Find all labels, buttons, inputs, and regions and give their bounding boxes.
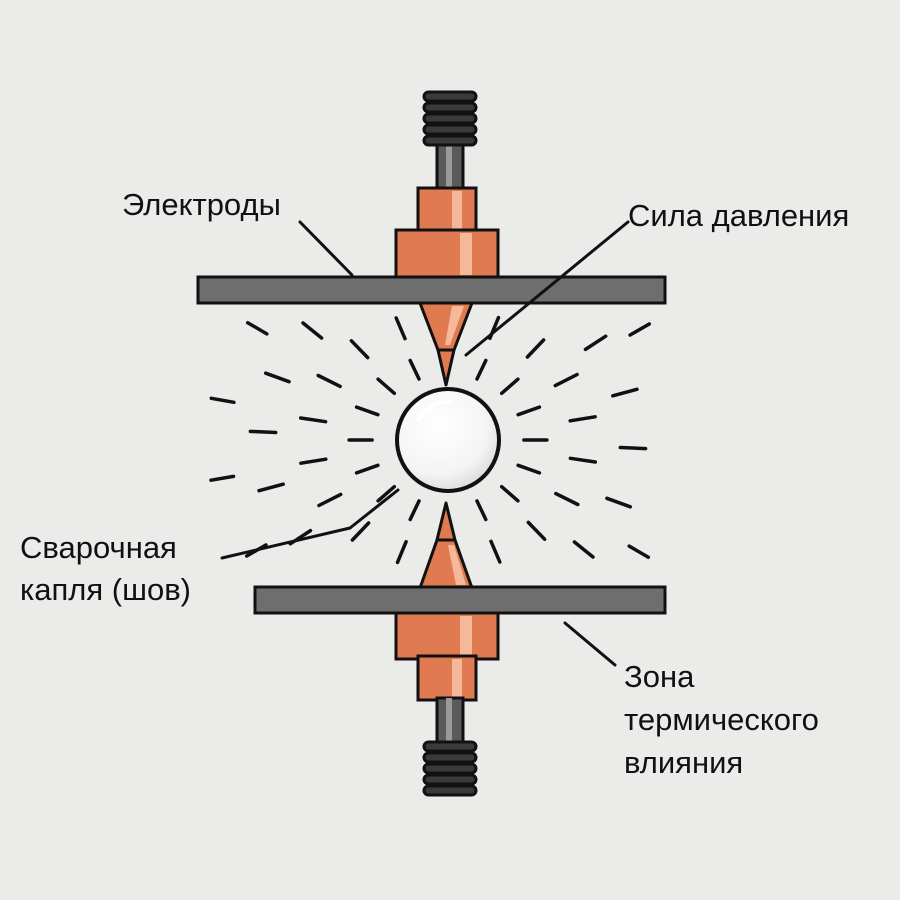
label-haz-line1: Зона: [624, 659, 695, 694]
label-weld-drop-line1: Сварочная: [20, 530, 177, 565]
heat-ray: [554, 491, 580, 507]
top-electrode-tip: [418, 301, 474, 387]
label-haz-line2: термического: [624, 702, 819, 737]
spring-coil: [422, 751, 478, 764]
bottom-plate: [253, 585, 667, 615]
bottom-electrode-assembly: [253, 501, 667, 797]
top-electrode: [394, 186, 500, 280]
spring-coil: [422, 101, 478, 114]
heat-ray: [525, 338, 546, 359]
heat-ray: [572, 540, 595, 559]
heat-ray: [263, 371, 291, 384]
heat-ray: [209, 396, 236, 405]
heat-ray: [611, 387, 639, 398]
heat-ray: [553, 372, 579, 388]
label-pressure-force: Сила давления: [628, 198, 849, 233]
heat-ray: [316, 373, 342, 389]
heat-ray: [618, 445, 648, 451]
heat-ray: [354, 405, 380, 417]
top-electrode-assembly: [196, 90, 667, 387]
heat-ray: [499, 377, 520, 396]
heat-ray: [350, 521, 371, 542]
heat-ray: [568, 415, 597, 423]
molten-drop-icon: [395, 387, 501, 493]
heat-ray: [298, 416, 328, 424]
top-plate: [196, 275, 667, 305]
heat-ray: [475, 499, 488, 522]
heat-ray: [317, 492, 343, 508]
electrodes-leader: [298, 220, 354, 277]
heat-ray: [301, 321, 324, 340]
bottom-spring-icon: [422, 696, 478, 797]
heat-ray: [395, 539, 408, 565]
heat-ray: [354, 463, 380, 475]
bottom-electrode-tip: [418, 501, 474, 590]
weld-drop-leader: [220, 526, 352, 560]
heat-ray: [248, 429, 278, 435]
heat-ray: [568, 456, 598, 464]
weld-drop-leader-extension: [348, 488, 400, 530]
spring-coil: [422, 134, 478, 147]
spring-coil: [422, 762, 478, 775]
heat-ray: [516, 463, 542, 475]
heat-ray: [257, 482, 285, 493]
heat-ray: [299, 457, 328, 465]
label-haz-line3: влияния: [624, 745, 743, 780]
heat-ray: [349, 339, 370, 360]
top-spring-icon: [422, 90, 478, 195]
spring-coil: [422, 740, 478, 753]
heat-ray: [408, 499, 421, 522]
label-electrodes: Электроды: [122, 187, 281, 222]
heat-ray: [245, 320, 269, 336]
heat-ray: [376, 377, 397, 396]
spring-coil: [422, 123, 478, 136]
spring-coil: [422, 773, 478, 786]
heat-ray: [489, 539, 502, 564]
label-weld-drop-line2: капля (шов): [20, 572, 191, 607]
heat-ray: [408, 358, 421, 381]
pressure-leader: [464, 220, 630, 357]
spring-coil: [422, 784, 478, 797]
haz-leader: [563, 621, 617, 667]
heat-ray: [605, 496, 633, 509]
heat-ray: [394, 316, 407, 341]
heat-ray: [376, 484, 397, 503]
heat-ray: [526, 520, 547, 541]
heat-ray: [628, 322, 652, 337]
heat-ray: [583, 334, 608, 352]
spring-coil: [422, 112, 478, 125]
heat-ray: [209, 474, 236, 482]
bottom-electrode: [394, 611, 500, 702]
heat-rays: [209, 315, 652, 565]
heat-ray: [627, 544, 651, 560]
leader-lines: [220, 220, 630, 667]
heat-ray: [499, 484, 520, 503]
spring-coil: [422, 90, 478, 103]
heat-ray: [516, 405, 542, 417]
heat-ray: [475, 358, 488, 381]
